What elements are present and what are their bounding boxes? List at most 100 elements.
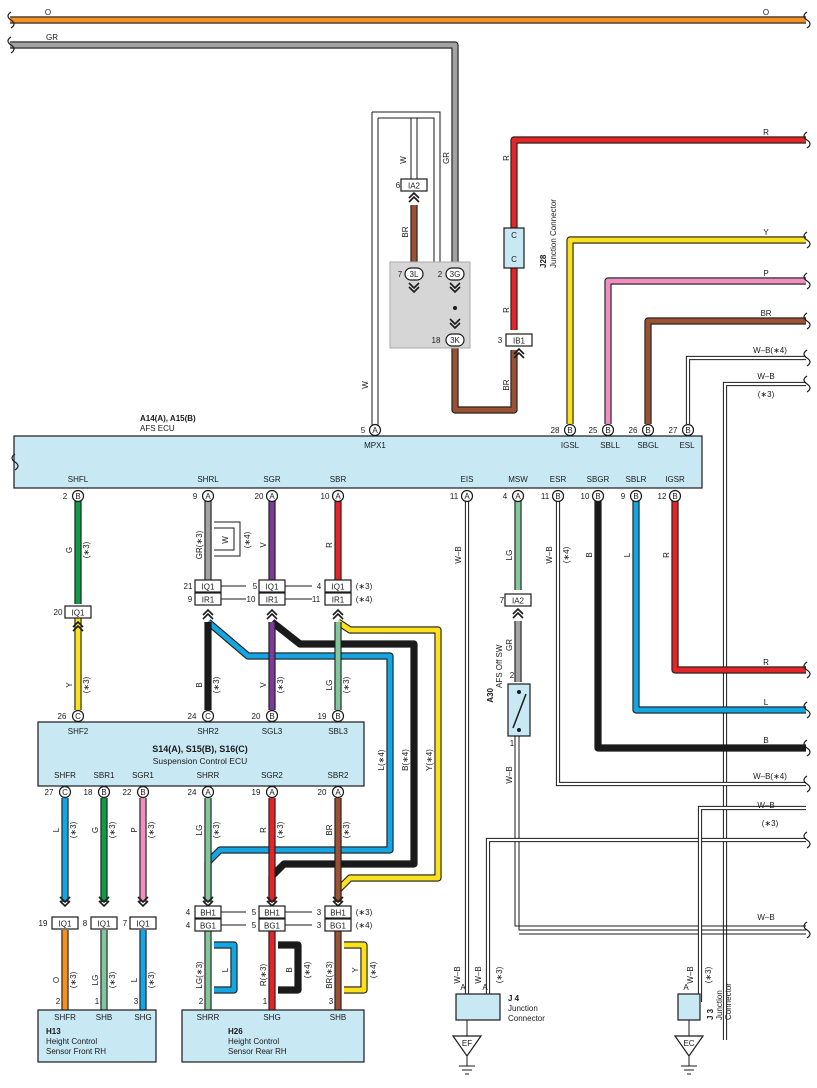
wire-susp-bottom-note-5: (∗3) [342,821,351,838]
susp-top-pin-number-0: 26 [58,712,67,721]
chevron-3l [408,286,420,294]
wire-gr-outline [10,41,459,275]
afs-bottom-pin-number-9: 12 [658,492,667,501]
wire-susp-bottom-label-4: R [259,827,268,833]
j28-c-top: C [511,231,517,240]
wire-r-igsr-label: R [662,552,671,558]
susp-label-shrr: SHRR [197,771,220,780]
wire-y4-h26-label: Y [351,967,360,973]
afs-label-sbgl: SBGL [637,441,659,450]
diagram-boxes [7,11,811,1063]
connector-ir1-a-label: IR1 [202,596,215,605]
afs-label-sbll: SBLL [600,441,620,450]
wire-lg-h13-note: (∗3) [108,971,117,988]
connector-bg1-c [324,918,352,932]
afs-bottom-pin-0 [71,489,85,503]
afs-pin-mpx1-letter: A [372,426,378,435]
chevron-ia2-msw-2 [512,611,524,619]
connector-bh1-a [194,905,222,919]
wire-br-sbgl [645,318,806,424]
wire-o-label-right: O [763,8,769,17]
wire-wb-lower-note: (∗3) [762,819,779,828]
wire-susp-bottom-note-2: (∗3) [147,821,156,838]
susp-bottom-pin-4-letter: A [269,788,275,797]
pin-18-3k: 18 [432,336,441,345]
susp-label-shr2: SHR2 [197,727,219,736]
wire-l-sblr-label: L [623,552,632,557]
wire-br-3k-ib1-outline [451,347,518,414]
susp-label-sbr1: SBR1 [94,771,115,780]
connector-ir1-b-label: IR1 [266,596,279,605]
pin-3-bh1: 3 [317,908,322,917]
chevron-lower-0 [59,900,71,908]
wire-r-igsr [672,500,806,673]
h13-label-shb: SHB [96,1013,112,1022]
pin-20-iq1: 20 [54,608,63,617]
afs-bottom-pin-4-letter: A [464,492,470,501]
h13-box [37,1009,157,1063]
susp-top-pin-3-letter: B [335,712,340,721]
afs-bottom-pin-6 [551,489,565,503]
chevron-ib1-2 [513,351,525,359]
afs-bottom-pin-4 [460,489,474,503]
wire-g-label: G [65,547,74,553]
pin-11-ir1: 11 [312,595,321,604]
break-b [803,739,811,757]
susp-bottom-pin-5-letter: A [335,788,341,797]
afs-ecu-id: A14(A), A15(B) [140,414,196,423]
afs-bottom-pin-number-5: 4 [503,492,508,501]
connector-bg1-b-label: BG1 [264,922,281,931]
wire-wb-msw-a [518,736,806,931]
wire-wb-top-note: (∗3) [758,390,775,399]
susp-top-pin-2 [265,709,279,723]
wire-r-top-label: R [763,128,769,137]
relay-junction-dot [453,306,457,310]
connector-bg1-a-label: BG1 [200,922,217,931]
wire-v-label: V [259,542,268,548]
wire-gr-vlabel: GR [442,152,451,164]
wire-l-right-label: L [764,698,769,707]
ground-ec-label: EC [683,1039,694,1048]
a30-switch-dot-bottom [517,728,521,732]
wire-gr3-label: GR(∗3) [195,530,204,559]
susp-top-pin-0-letter: C [75,712,81,721]
afs-pin-sbll [601,423,615,437]
j4-box [455,993,501,1021]
connector-ia2-label: IA2 [408,182,421,191]
wire-gr [10,42,458,275]
afs-label-sbr: SBR [330,475,347,484]
chevron-ia2-msw [512,607,524,615]
j4-pin-a-2: A [482,983,488,992]
pin-5-bh1: 5 [252,908,257,917]
afs-label-shrl: SHRL [197,475,219,484]
wire-y-shf2-label: Y [65,682,74,688]
wire-b-sbgr [595,500,806,751]
afs-label-sblr: SBLR [626,475,647,484]
connector-iq1-h13-b [90,916,118,930]
wire-wb4-esl-outer [685,355,806,424]
h26-box [181,1009,365,1063]
wire-susp-bottom-label-2: P [130,827,139,832]
wire-w4-note: (∗4) [243,531,252,548]
connector-iq1-b [258,579,286,593]
wire-wb-j4-label-2: W–B [453,966,462,983]
wire-r-right-label: R [763,658,769,667]
connector-iq1-shf-label: IQ1 [72,609,85,618]
wire-wb-lower-label: W–B [757,801,774,810]
wire-w4-loop-2 [214,527,235,551]
connector-3g [445,267,465,281]
h13-pin-1: 1 [95,997,100,1006]
ir1-note-4: (∗4) [356,595,373,604]
wire-l-h13-note: (∗3) [147,971,156,988]
afs-bottom-pin-6-letter: B [555,492,560,501]
afs-label-msw: MSW [508,475,528,484]
connector-iq1-a-label: IQ1 [202,583,215,592]
chevron-3g-2 [449,282,461,290]
wire-w4-label: W [221,536,230,544]
wire-o-h13-label: O [52,977,61,983]
h13-name: Height Control [46,1037,97,1046]
h26-pin-3: 3 [329,997,334,1006]
connector-ir1-c-label: IR1 [332,596,345,605]
afs-label-sgr: SGR [263,475,281,484]
